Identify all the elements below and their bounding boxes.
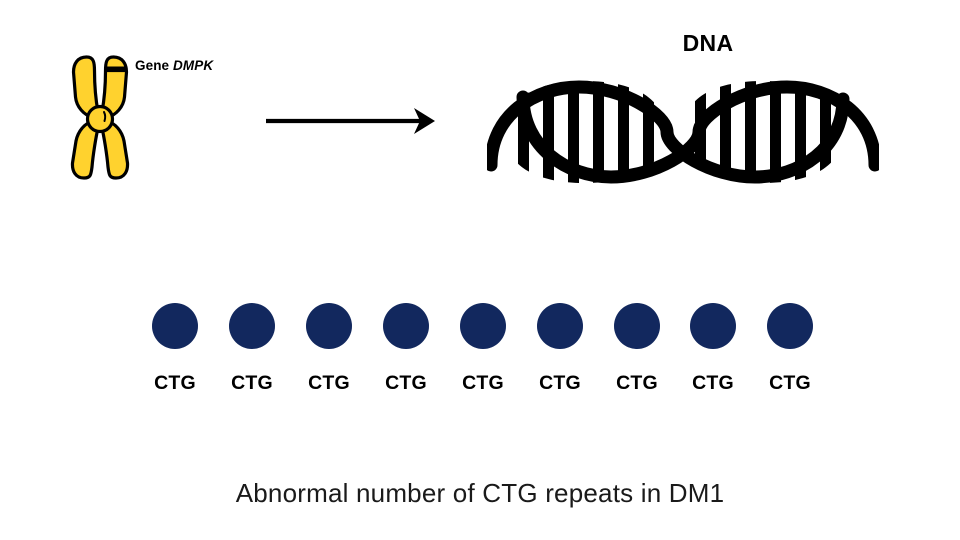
repeat-unit: CTG bbox=[366, 290, 446, 395]
repeat-circle bbox=[537, 303, 583, 349]
repeat-circle bbox=[152, 303, 198, 349]
repeat-label: CTG bbox=[769, 372, 811, 394]
gene-band bbox=[105, 66, 128, 73]
repeat-circle bbox=[383, 303, 429, 349]
repeat-circle bbox=[690, 303, 736, 349]
repeat-label: CTG bbox=[154, 372, 196, 394]
repeat-label: CTG bbox=[308, 372, 350, 394]
figure-caption: Abnormal number of CTG repeats in DM1 bbox=[235, 478, 725, 508]
repeat-circle bbox=[767, 303, 813, 349]
ctg-repeats-row: CTG CTG CTG CTG CTG CTG CTG CTG bbox=[0, 290, 960, 410]
repeat-unit: CTG bbox=[135, 290, 215, 395]
dna-strand-b bbox=[516, 80, 882, 184]
chromosome-figure bbox=[60, 45, 140, 190]
repeat-unit: CTG bbox=[289, 290, 369, 395]
repeat-label: CTG bbox=[462, 372, 504, 394]
dna-helix-icon bbox=[484, 80, 882, 184]
dna-strand-a bbox=[484, 80, 850, 184]
repeat-label: CTG bbox=[692, 372, 734, 394]
repeat-circle bbox=[460, 303, 506, 349]
repeat-unit: CTG bbox=[750, 290, 830, 395]
transcription-arrow bbox=[262, 100, 442, 142]
dna-title-wrap: DNA bbox=[0, 30, 960, 57]
repeat-unit: CTG bbox=[212, 290, 292, 395]
gene-label-prefix: Gene bbox=[135, 58, 174, 73]
repeat-circle bbox=[306, 303, 352, 349]
repeat-unit: CTG bbox=[443, 290, 523, 395]
repeat-label: CTG bbox=[616, 372, 658, 394]
repeat-unit: CTG bbox=[520, 290, 600, 395]
repeat-circle bbox=[229, 303, 275, 349]
repeat-label: CTG bbox=[539, 372, 581, 394]
repeat-label: CTG bbox=[385, 372, 427, 394]
dna-helix-figure bbox=[484, 75, 882, 190]
arrow-right-icon bbox=[266, 108, 435, 134]
dna-title: DNA bbox=[682, 30, 734, 56]
gene-dmpk-label: Gene DMPK bbox=[135, 58, 213, 73]
repeat-unit: CTG bbox=[597, 290, 677, 395]
repeat-unit: CTG bbox=[673, 290, 753, 395]
repeat-circle bbox=[614, 303, 660, 349]
gene-name: DMPK bbox=[173, 58, 214, 73]
repeat-label: CTG bbox=[231, 372, 273, 394]
chromosome-icon bbox=[70, 55, 130, 180]
